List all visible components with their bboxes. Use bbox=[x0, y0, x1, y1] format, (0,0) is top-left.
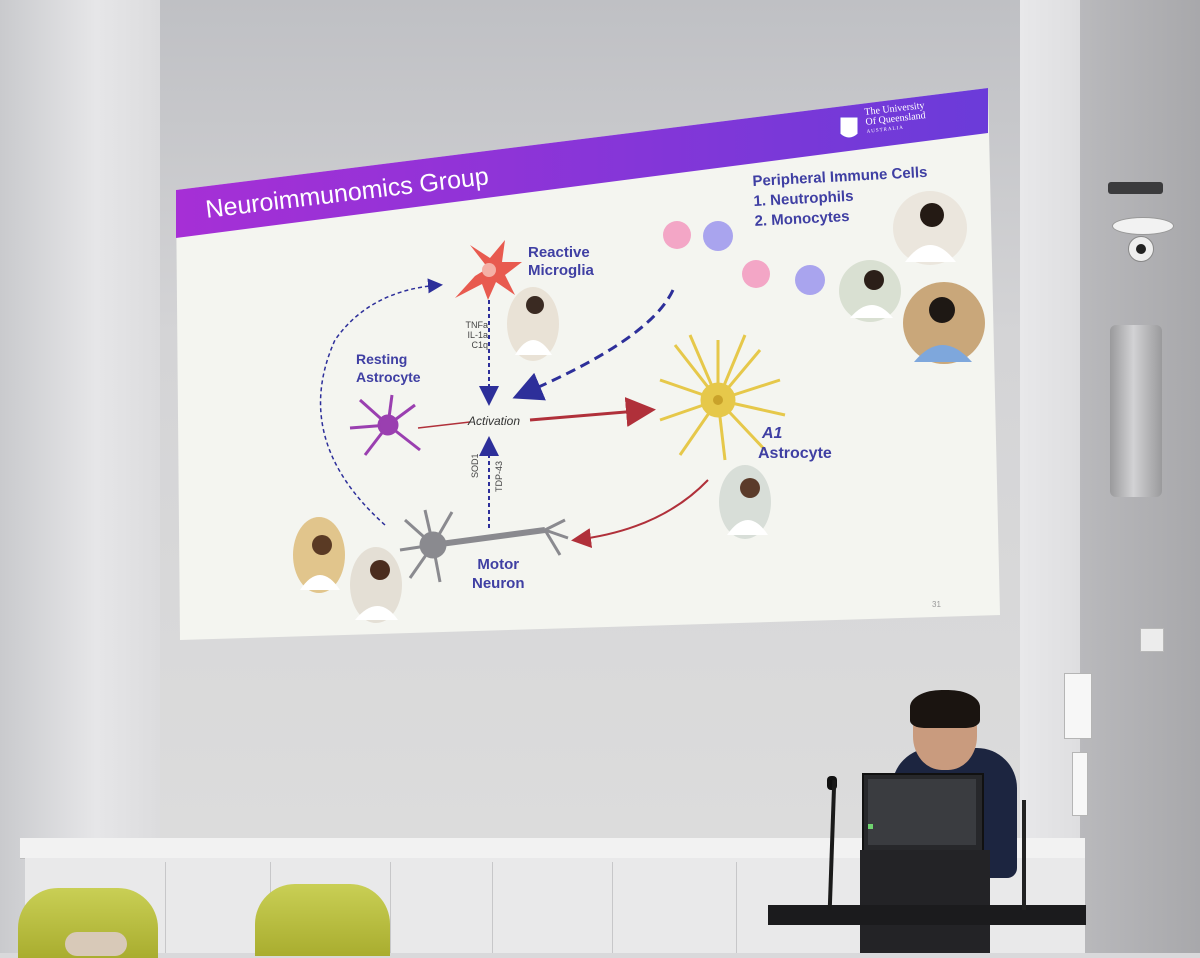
cabinet-door bbox=[390, 862, 509, 953]
projection-wall bbox=[160, 0, 1020, 840]
microphone-stand-2 bbox=[1022, 800, 1026, 910]
power-light-icon bbox=[868, 824, 873, 829]
wall-speaker bbox=[1110, 325, 1162, 497]
left-wall bbox=[0, 0, 160, 953]
camera-bar bbox=[1108, 182, 1163, 194]
cushion bbox=[65, 932, 127, 956]
lectern-top bbox=[768, 905, 1086, 925]
monitor-screen bbox=[868, 779, 976, 845]
cabinet-door bbox=[612, 862, 731, 953]
camera-mount bbox=[1112, 217, 1174, 235]
lectern-monitor bbox=[862, 773, 984, 854]
cabinet-door bbox=[165, 862, 284, 953]
cabinet-door bbox=[736, 862, 855, 953]
presenter-hair bbox=[910, 690, 980, 728]
wall-plate bbox=[1140, 628, 1164, 652]
wall-notice-small bbox=[1072, 752, 1088, 816]
lectern-body bbox=[860, 850, 990, 953]
cabinet-door bbox=[492, 862, 611, 953]
wall-notice bbox=[1064, 673, 1092, 739]
chair-right bbox=[255, 884, 390, 956]
security-camera-icon bbox=[1128, 236, 1154, 262]
